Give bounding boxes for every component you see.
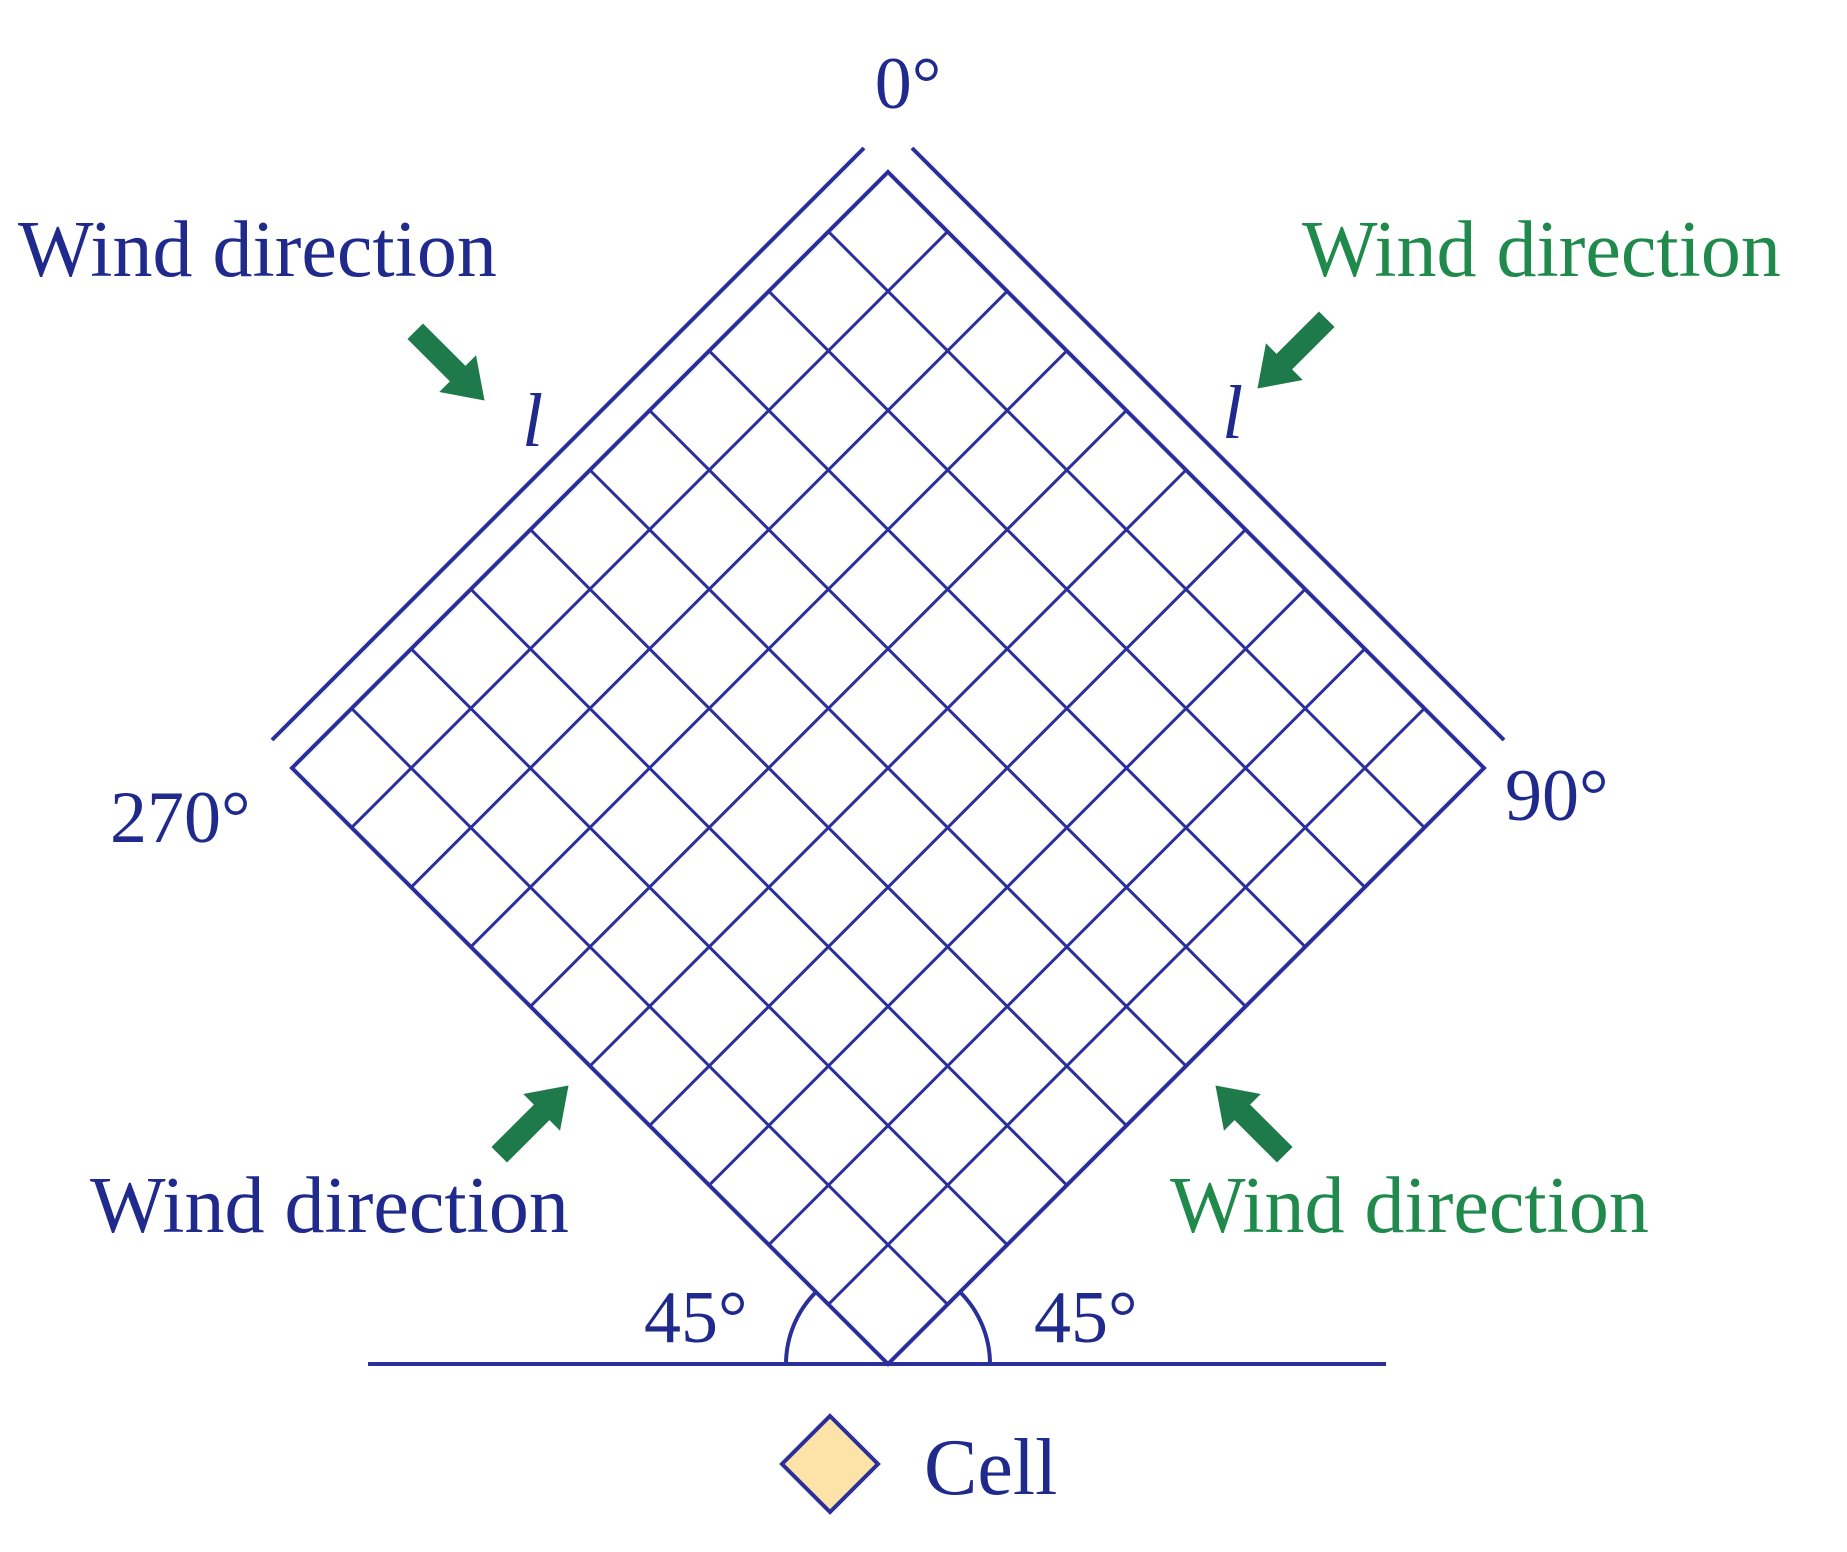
- wind-label-top-right: Wind direction: [1302, 206, 1781, 294]
- grid-line-ne: [350, 707, 949, 1306]
- side-length-line-right: [910, 146, 1506, 742]
- label-angle-right: 45°: [1034, 1277, 1138, 1359]
- label-270-degrees: 270°: [110, 777, 251, 859]
- label-0-degrees: 0°: [875, 43, 942, 125]
- wind-arrow-top-left: [407, 323, 485, 401]
- wind-arrow-top-right: [1257, 311, 1335, 389]
- grid-line-ne: [529, 528, 1128, 1127]
- wind-label-bottom-left: Wind direction: [90, 1162, 569, 1250]
- wind-label-bottom-right: Wind direction: [1170, 1162, 1649, 1250]
- grid-line-nw: [588, 468, 1188, 1068]
- angle-arc-right: [958, 1290, 992, 1365]
- label-side-length-right: l: [1222, 371, 1243, 455]
- grid-line-ne: [469, 588, 1068, 1187]
- wind-label-top-left: Wind direction: [18, 206, 497, 294]
- angle-arc-left: [784, 1290, 818, 1365]
- grid-line-nw: [648, 528, 1247, 1127]
- side-length-line-left: [270, 146, 866, 742]
- label-90-degrees: 90°: [1505, 755, 1609, 837]
- legend-cell-label: Cell: [924, 1424, 1057, 1512]
- grid-line-nw: [767, 647, 1366, 1246]
- label-side-length-left: l: [522, 379, 543, 463]
- grid-line-nw: [708, 588, 1307, 1187]
- wind-arrow-bottom-left: [491, 1085, 569, 1163]
- wind-arrow-bottom-right: [1215, 1085, 1293, 1163]
- grid-line-ne: [410, 647, 1009, 1246]
- label-angle-left: 45°: [644, 1277, 748, 1359]
- grid-lines: [350, 230, 1426, 1306]
- grid-line-nw: [827, 707, 1426, 1306]
- legend-cell-icon: [779, 1413, 881, 1515]
